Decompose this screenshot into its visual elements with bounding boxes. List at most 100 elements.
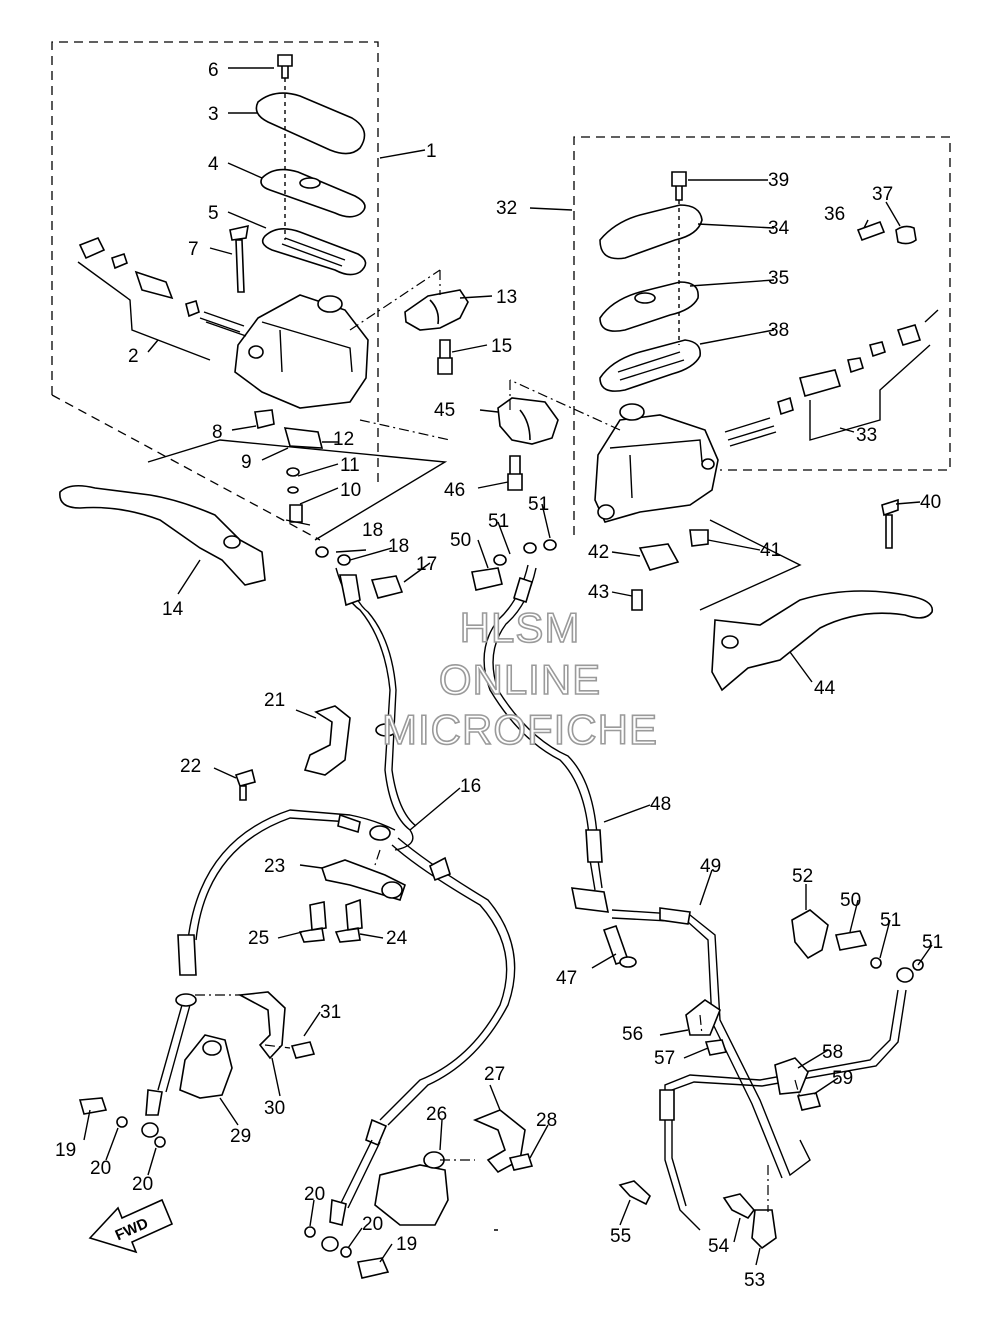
callout: 53	[744, 1270, 765, 1291]
brackets-and-pipes	[179, 705, 924, 1250]
bolt-59	[796, 1092, 822, 1111]
bolt-46	[507, 455, 523, 491]
switch-42	[638, 543, 680, 571]
callout: 4	[208, 154, 219, 175]
callout: 45	[434, 400, 455, 421]
callout: 43	[588, 582, 609, 603]
callout: 57	[654, 1048, 675, 1069]
left-master-cylinder-assembly	[59, 54, 448, 586]
watermark-line-2: ONLINE	[439, 656, 601, 703]
assembly-lines	[195, 269, 801, 1212]
callout: 47	[556, 968, 577, 989]
callout: 33	[856, 425, 877, 446]
callout: 37	[872, 184, 893, 205]
bolt-54	[722, 1193, 756, 1220]
lever-bolt-right	[881, 498, 899, 549]
cap-plate-left	[260, 168, 366, 218]
callout: 36	[824, 204, 845, 225]
callout: 2	[128, 346, 139, 367]
callout: 8	[212, 422, 223, 443]
callout: 12	[333, 429, 354, 450]
callout: 32	[496, 198, 517, 219]
callout: 3	[208, 104, 219, 125]
callout: 56	[622, 1024, 643, 1045]
bolt-25	[298, 901, 327, 943]
callout: 52	[792, 866, 813, 887]
callout: 5	[208, 203, 219, 224]
nut-8	[254, 409, 275, 429]
bracket-21	[303, 705, 351, 776]
watermark-line-1: HLSM	[460, 604, 581, 651]
handlebar-holders	[404, 289, 559, 491]
callout: 25	[248, 928, 269, 949]
bolt-24	[334, 898, 363, 943]
callout: 19	[55, 1140, 76, 1161]
callout: 38	[768, 320, 789, 341]
clamp-27	[472, 1109, 526, 1174]
callout: 30	[264, 1098, 285, 1119]
forward-arrow: FWD	[88, 1198, 174, 1254]
piston-kit-right	[777, 324, 922, 416]
reservoir-screw-right	[671, 171, 687, 201]
callout: 50	[840, 890, 861, 911]
joint-47	[570, 887, 610, 913]
union-bolt-17	[370, 575, 404, 599]
callout: 10	[340, 480, 361, 501]
screw-10	[289, 504, 303, 523]
bolt-55	[618, 1180, 651, 1206]
clamp-53	[751, 1209, 777, 1250]
bolt-57	[704, 1039, 728, 1056]
callout: 1	[426, 141, 437, 162]
diaphragm-right	[599, 339, 702, 392]
callout: 20	[362, 1214, 383, 1235]
callout: 23	[264, 856, 285, 877]
cap-plate-right	[599, 281, 699, 332]
callout: 35	[768, 268, 789, 289]
bolt-31	[290, 1041, 316, 1059]
callout: 20	[132, 1174, 153, 1195]
boot-37	[895, 225, 917, 245]
lever-44	[711, 590, 934, 692]
reservoir-cap-right	[599, 204, 703, 260]
screw-43	[631, 589, 643, 611]
watermark: HLSM ONLINE MICROFICHE	[381, 603, 658, 754]
callout: 42	[588, 542, 609, 563]
callout: 14	[162, 599, 184, 620]
watermark-line-3: MICROFICHE	[382, 706, 658, 753]
brake-hoses	[78, 539, 637, 1279]
clamp-30	[237, 991, 286, 1060]
callout: 40	[920, 492, 941, 513]
callout: 29	[230, 1126, 251, 1147]
union-bolt-50b	[835, 930, 868, 951]
callout: 18	[362, 520, 383, 541]
callout: 41	[760, 540, 781, 561]
callout: 44	[814, 678, 836, 699]
callout: 31	[320, 1002, 341, 1023]
callout: 24	[386, 928, 408, 949]
right-master-cylinder-assembly	[594, 171, 939, 692]
master-cylinder-right-boundary	[573, 136, 951, 535]
callout: 11	[340, 455, 360, 476]
callout: 51	[880, 910, 901, 931]
diaphragm-left	[261, 228, 367, 276]
callout: 9	[241, 452, 252, 473]
bracket-58	[774, 1057, 809, 1095]
callout: 49	[700, 856, 721, 877]
callout: 55	[610, 1226, 631, 1247]
leader-lines	[83, 67, 933, 1266]
bolt-28	[508, 1153, 534, 1171]
union-bolt-19a	[78, 1097, 108, 1115]
switch-12	[283, 427, 324, 449]
bolt-15	[437, 339, 453, 375]
callout: 13	[496, 287, 517, 308]
callout: 50	[450, 530, 471, 551]
lever-14	[59, 484, 266, 586]
reservoir-screw-left	[277, 54, 293, 79]
callout: 19	[396, 1234, 417, 1255]
callout: 16	[460, 776, 481, 797]
bracket-56	[685, 999, 721, 1036]
callout: 51	[528, 494, 549, 515]
callout: 26	[426, 1104, 447, 1125]
